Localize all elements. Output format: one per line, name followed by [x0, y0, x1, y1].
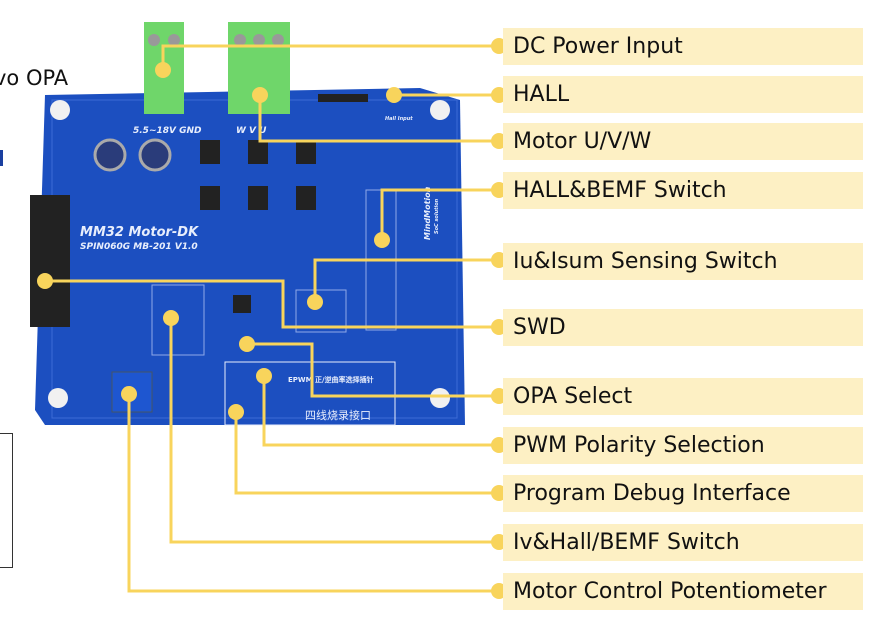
leader-swd	[45, 279, 499, 329]
leader-pot	[127, 394, 499, 593]
label-program-debug: Program Debug Interface	[503, 475, 863, 512]
label-opa-select: OPA Select	[503, 378, 863, 415]
leader-iv-hall	[169, 318, 499, 544]
label-swd: SWD	[503, 309, 863, 346]
label-pwm-polarity: PWM Polarity Selection	[503, 427, 863, 464]
leader-debug	[234, 412, 499, 495]
label-iv-hall-bemf-switch: Iv&Hall/BEMF Switch	[503, 524, 863, 561]
capacitors	[93, 138, 172, 172]
hall-silk: Hall Input	[385, 116, 413, 122]
leader-motor	[258, 95, 499, 143]
leader-dc-power	[161, 44, 499, 70]
cn4-header	[30, 195, 70, 327]
label-hall: HALL	[503, 76, 863, 113]
motor-silk: W V U	[236, 126, 267, 136]
power-silk: 5.5~18V GND	[133, 126, 202, 136]
leader-hall-bemf	[380, 188, 499, 240]
leader-opa	[247, 342, 499, 398]
board-title: MM32 Motor-DK	[80, 225, 199, 240]
label-iu-isum-switch: Iu&Isum Sensing Switch	[503, 243, 863, 280]
brand-silk: MindMotion	[423, 186, 432, 240]
cropped-mark	[0, 150, 3, 166]
mosfets	[200, 140, 316, 313]
label-motor-potentiometer: Motor Control Potentiometer	[503, 573, 863, 610]
label-dc-power-input: DC Power Input	[503, 28, 863, 65]
pcb-board	[35, 88, 465, 426]
label-hall-bemf-switch: HALL&BEMF Switch	[503, 172, 863, 209]
cropped-box	[0, 433, 13, 568]
chinese-silk: 四线烧录接口	[305, 408, 371, 422]
board-subtitle: SPIN060G MB-201 V1.0	[80, 242, 198, 252]
brand-sub-silk: SoC solution	[434, 198, 440, 234]
leader-pwm	[262, 376, 499, 447]
hall-header	[318, 94, 368, 102]
leader-iu-isum	[313, 258, 499, 302]
standoffs	[48, 100, 450, 408]
cropped-heading-text: vo OPA	[0, 66, 69, 90]
epwm-silk: EPWM 正/逆曲率选择插针	[288, 375, 374, 384]
label-motor-uvw: Motor U/V/W	[503, 123, 863, 160]
